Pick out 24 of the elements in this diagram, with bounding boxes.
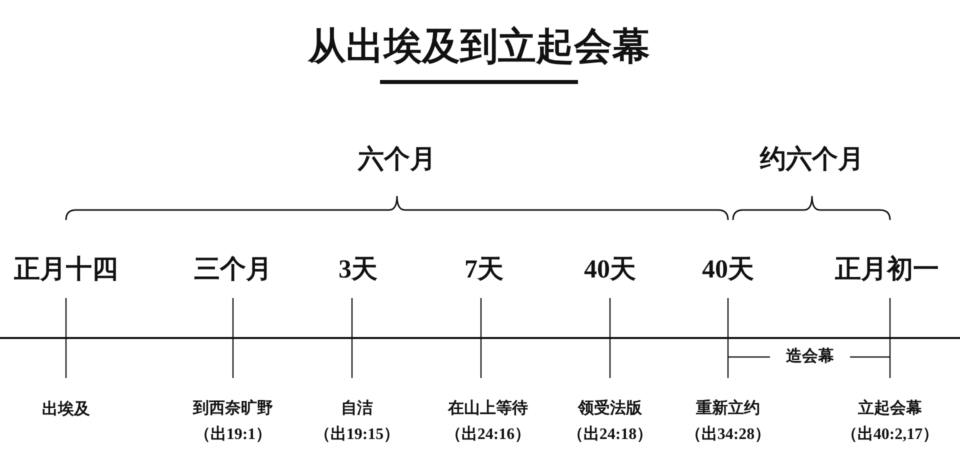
reference-label: （出40:2,17） <box>841 426 939 444</box>
time-label: 40天 <box>584 256 636 284</box>
reference-label: （出19:15） <box>314 426 400 444</box>
time-label: 正月初一 <box>835 256 939 284</box>
event-label: 自洁 <box>341 400 373 418</box>
time-label: 三个月 <box>194 256 272 284</box>
reference-label: （出19:1） <box>194 426 272 444</box>
event-label: 出埃及 <box>42 401 90 419</box>
event-label: 到西奈旷野 <box>193 400 273 418</box>
title: 从出埃及到立起会幕 <box>308 27 650 69</box>
reference-label: （出24:18） <box>567 426 653 444</box>
span-label: 约六个月 <box>760 146 864 174</box>
event-label: 重新立约 <box>696 400 760 418</box>
span-label: 六个月 <box>358 146 436 174</box>
time-label: 7天 <box>464 256 504 284</box>
reference-label: （出24:16） <box>445 426 531 444</box>
time-label: 正月十四 <box>14 256 118 284</box>
time-label: 3天 <box>338 256 378 284</box>
event-label: 在山上等待 <box>448 400 528 418</box>
span-label: 造会幕 <box>786 348 834 366</box>
event-label: 立起会幕 <box>858 400 922 418</box>
event-label: 领受法版 <box>578 400 642 418</box>
time-label: 40天 <box>702 256 754 284</box>
reference-label: （出34:28） <box>685 426 771 444</box>
